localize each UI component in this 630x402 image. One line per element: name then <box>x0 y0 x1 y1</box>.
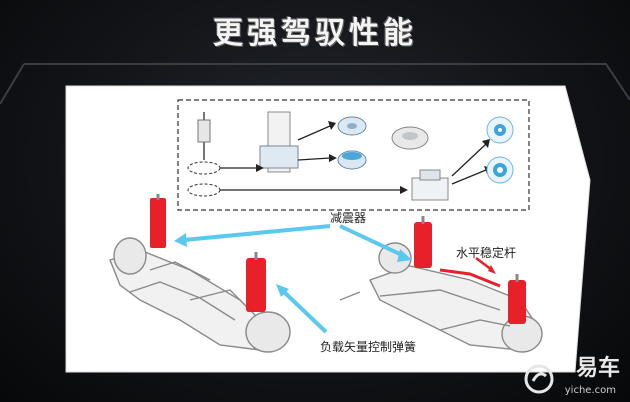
valve-disc-top-icon <box>338 117 366 135</box>
disc-blue-top-icon <box>487 117 513 143</box>
spring-label: 负载矢量控制弹簧 <box>320 338 416 355</box>
spring-right-rear-icon <box>508 274 526 324</box>
disc-blue-bottom-icon <box>487 157 513 183</box>
watermark-brand: 易车 <box>576 350 620 382</box>
valve-disc-bottom-icon <box>338 151 366 169</box>
piston-disc-icon <box>392 127 428 149</box>
shock-absorber-left-rear-icon <box>246 252 266 312</box>
yiche-logo-icon <box>524 364 554 394</box>
shock-absorber-label: 减震器 <box>330 209 366 226</box>
shock-absorber-right-front-icon <box>414 216 432 268</box>
stabilizer-bar-label: 水平稳定杆 <box>456 244 516 261</box>
watermark-url: yiche.com <box>565 385 616 396</box>
shock-absorber-left-front-icon <box>150 194 166 248</box>
